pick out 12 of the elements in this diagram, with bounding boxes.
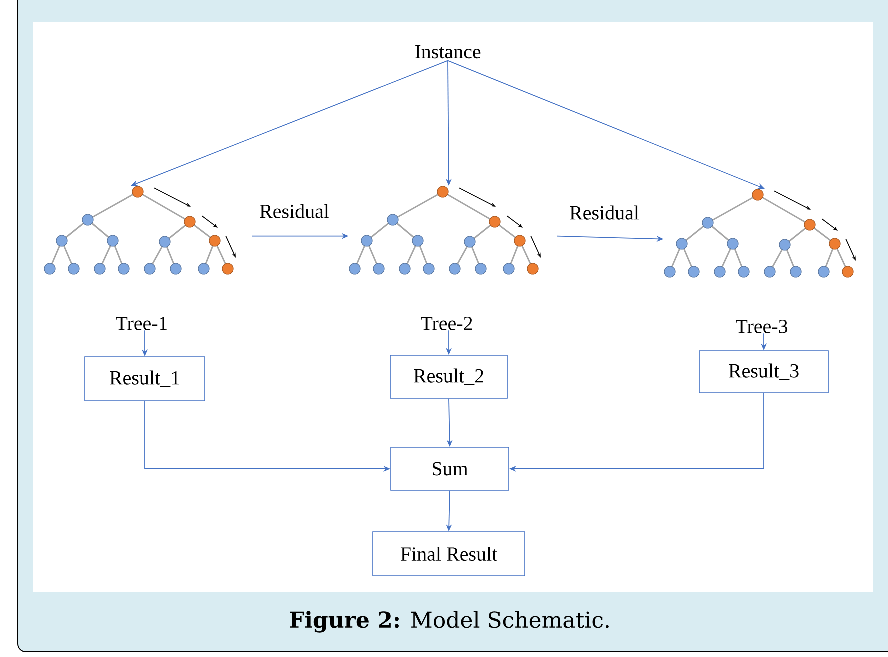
final-result-box: Final Result [372,532,526,576]
sum-box: Sum [390,447,510,491]
instance-label: Instance [415,45,481,59]
result-box: Result_1 [84,356,206,402]
tree-label: Tree-3 [736,320,788,334]
result-box: Result_2 [390,355,508,399]
figure-caption: Figure 2: Model Schematic. [290,611,609,633]
edge-label: Residual [570,206,640,220]
result-box: Result_3 [699,350,829,394]
tree-label: Tree-1 [116,317,168,330]
edge-label: Residual [260,204,330,218]
tree-label: Tree-2 [421,316,472,330]
